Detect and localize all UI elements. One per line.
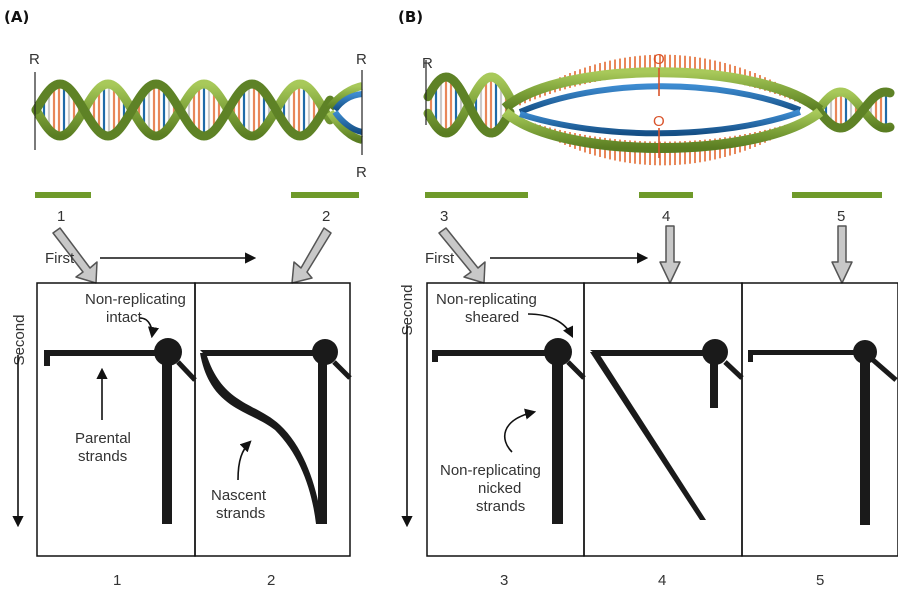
pointer-nascent (237, 440, 252, 481)
non-replicating-spot-2 (312, 339, 338, 365)
fragment-label-3-top: 3 (440, 208, 448, 225)
lane-label-3: 3 (500, 572, 508, 589)
pointer-nicked (504, 408, 537, 453)
bubble-parental-bottom (501, 108, 824, 153)
first-dimension-label-b: First (425, 250, 455, 267)
non-replicating-vertical-5 (860, 355, 870, 525)
panel-a-label: (A) (4, 8, 29, 26)
annotation-nicked: Non-replicating nicked strands (440, 462, 545, 515)
r-marker-a-right-bottom: R (356, 164, 367, 181)
loading-arrow-4 (659, 225, 681, 284)
fragment-bar-4 (639, 192, 693, 198)
spot-tail-4 (723, 360, 744, 380)
spot-tail-3 (566, 360, 586, 380)
gel-panel-4 (583, 282, 743, 557)
fragment-bar-1 (35, 192, 91, 198)
gel-panel-5 (741, 282, 898, 557)
parental-arc-1 (44, 350, 162, 366)
bubble-nascent-top (518, 83, 802, 115)
helix-strands-b (423, 72, 895, 138)
r-marker-a-left: R (29, 51, 40, 68)
helix-b-right-strand-b (813, 87, 895, 133)
fragment-bar-3 (425, 192, 528, 198)
parental-arc-2 (200, 350, 316, 356)
helix-b-right-strand-a (813, 87, 895, 133)
loading-arrow-2 (291, 227, 332, 284)
annotation-nascent: Nascent strands (211, 487, 270, 522)
vertical-stub-4 (710, 356, 718, 408)
bubble-parental-top (501, 67, 824, 114)
fork-parental-top (326, 82, 363, 111)
second-dimension-label-b: Second (399, 285, 416, 336)
annotation-parental: Parental strands (75, 430, 135, 465)
r-marker-a-right-top: R (356, 51, 367, 68)
fork-nascent-top (332, 91, 363, 112)
helix-strands-a (31, 79, 335, 141)
spot-tail-2 (332, 360, 352, 380)
gel-pattern-1 (44, 338, 197, 524)
helix-a-strand-b (31, 79, 335, 141)
parental-arc-5 (748, 350, 862, 362)
spot-tail-5 (871, 358, 898, 382)
lane-label-4: 4 (658, 572, 666, 589)
spot-tail-1 (176, 360, 197, 382)
gel-pattern-3 (432, 338, 586, 524)
origin-marker-top: O (653, 51, 665, 68)
pointer-intact (139, 317, 159, 339)
parental-arc-4 (590, 350, 708, 356)
fork-parental-bottom (326, 109, 364, 144)
lane-label-1: 1 (113, 572, 121, 589)
annotation-intact: Non-replicating intact (85, 291, 190, 326)
non-replicating-vertical-2 (318, 356, 327, 524)
loading-arrow-3 (438, 227, 486, 284)
pointer-sheared (527, 313, 574, 339)
helix-a (31, 70, 364, 155)
fragment-label-4-top: 4 (662, 208, 670, 225)
non-replicating-spot-4 (702, 339, 728, 365)
fragment-label-1-top: 1 (57, 208, 65, 225)
non-replicating-vertical-3 (552, 356, 563, 524)
r-marker-b-left: R (422, 55, 433, 72)
fragment-label-5-top: 5 (837, 208, 845, 225)
first-dimension-label-a: First (45, 250, 75, 267)
non-replicating-spot-3 (544, 338, 572, 366)
loading-arrow-1 (52, 227, 98, 284)
non-replicating-vertical-1 (162, 356, 172, 524)
second-dimension-label-a: Second (11, 315, 28, 366)
gel-pattern-2 (200, 339, 352, 524)
loading-arrow-5 (831, 225, 853, 284)
y-arc-nascent (200, 353, 322, 524)
fragment-bar-2 (291, 192, 359, 198)
gel-pattern-5 (748, 340, 898, 525)
lane-label-5: 5 (816, 572, 824, 589)
annotation-sheared: Non-replicating sheared (436, 291, 541, 326)
fragment-bar-5 (792, 192, 882, 198)
helix-b (423, 54, 895, 166)
panel-b-label: (B) (398, 8, 423, 26)
gel-pattern-4 (590, 339, 744, 520)
origin-marker-bottom: O (653, 113, 665, 130)
bubble-arc (590, 352, 706, 520)
gel-panel-2 (194, 282, 351, 557)
fragment-label-2-top: 2 (322, 208, 330, 225)
non-replicating-spot-1 (154, 338, 182, 366)
lane-label-2: 2 (267, 572, 275, 589)
non-replicating-spot-5 (853, 340, 877, 364)
helix-b-left-strand-b (423, 72, 515, 138)
parental-arc-3 (432, 350, 555, 362)
bubble-nascent-bottom (519, 109, 801, 137)
fork-nascent-bottom (332, 110, 363, 135)
